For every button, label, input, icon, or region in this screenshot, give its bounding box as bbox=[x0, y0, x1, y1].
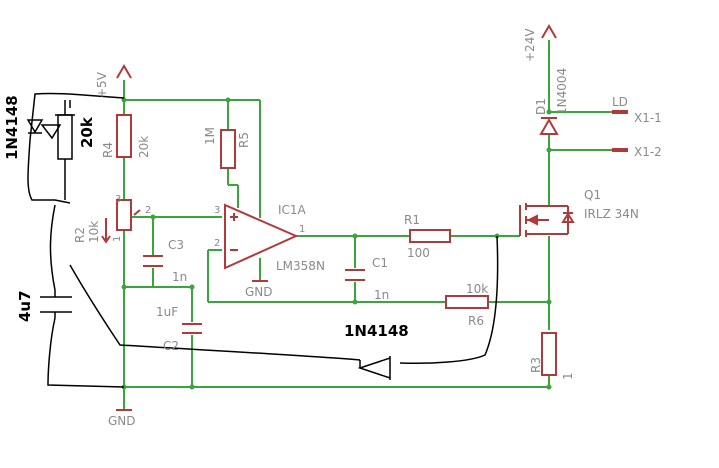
label-q1-name: Q1 bbox=[584, 188, 601, 202]
label-gnd-opamp: GND bbox=[245, 285, 273, 299]
label-r2-pin3: 3 bbox=[115, 194, 121, 205]
label-c3-val: 1n bbox=[172, 270, 187, 284]
label-r6-val: 10k bbox=[466, 282, 488, 296]
supply-5v-arrow bbox=[116, 64, 132, 79]
label-pin2: 2 bbox=[214, 238, 220, 249]
label-d1-name: D1 bbox=[534, 98, 548, 115]
hand-label-res-left: 20k bbox=[78, 116, 96, 148]
label-r4-name: R4 bbox=[101, 142, 115, 158]
labels: +5V +24V GND GND R4 20k R5 1M R2 10k 3 2… bbox=[3, 28, 662, 428]
label-pin1: 1 bbox=[299, 224, 305, 235]
label-ic-name: IC1A bbox=[278, 203, 307, 217]
label-r1-name: R1 bbox=[404, 213, 420, 227]
label-c2-name: C2 bbox=[163, 339, 179, 353]
hand-diode-1n4148-left bbox=[26, 119, 44, 134]
label-r2-pin1: 1 bbox=[112, 236, 123, 242]
junctions bbox=[121, 97, 552, 390]
supply-24v-arrow bbox=[541, 24, 557, 39]
q1-mosfet bbox=[519, 203, 575, 237]
r2-potentiometer bbox=[116, 199, 132, 231]
label-plus24v: +24V bbox=[523, 28, 537, 62]
label-c1-val: 1n bbox=[374, 288, 389, 302]
label-pin3: 3 bbox=[214, 205, 220, 216]
hand-label-cap-left: 4u7 bbox=[16, 290, 34, 322]
label-x1-1: X1-1 bbox=[634, 111, 662, 125]
label-ic-val: LM358N bbox=[276, 259, 325, 273]
components bbox=[101, 24, 628, 411]
opamp-ic1a bbox=[224, 203, 299, 270]
label-q1-val: IRLZ 34N bbox=[584, 207, 639, 221]
label-c2-val: 1uF bbox=[156, 305, 178, 319]
hand-drawn-mods bbox=[26, 92, 499, 388]
hand-resistor-20k bbox=[57, 114, 73, 160]
label-ld: LD bbox=[612, 95, 628, 109]
hand-label-diode-bottom: 1N4148 bbox=[344, 322, 409, 340]
d1-diode bbox=[539, 117, 559, 135]
label-r3-name: R3 bbox=[529, 357, 543, 373]
hand-diode-1n4148-bottom bbox=[357, 356, 391, 380]
label-r2-val: 10k bbox=[87, 221, 101, 243]
label-r5-name: R5 bbox=[237, 132, 251, 148]
label-r2-name: R2 bbox=[73, 227, 87, 243]
label-r2-pin2: 2 bbox=[145, 205, 151, 216]
label-r3-val: 1 bbox=[561, 372, 575, 380]
r3-resistor bbox=[541, 332, 557, 376]
label-c1-name: C1 bbox=[372, 256, 388, 270]
r1-resistor bbox=[409, 229, 451, 243]
label-x1-2: X1-2 bbox=[634, 145, 662, 159]
label-r6-name: R6 bbox=[468, 314, 484, 328]
label-r5-val: 1M bbox=[203, 127, 217, 145]
label-r1-val: 100 bbox=[407, 246, 430, 260]
hand-label-diode-left: 1N4148 bbox=[3, 95, 21, 160]
label-gnd-bottom: GND bbox=[108, 414, 136, 428]
wires bbox=[123, 40, 612, 410]
label-plus5v: +5V bbox=[95, 71, 109, 98]
r6-resistor bbox=[445, 295, 489, 309]
label-c3-name: C3 bbox=[168, 238, 184, 252]
r4-resistor bbox=[116, 114, 132, 158]
label-r4-val: 20k bbox=[137, 136, 151, 158]
r5-resistor bbox=[220, 129, 236, 169]
label-d1-val: 1N4004 bbox=[555, 68, 569, 115]
